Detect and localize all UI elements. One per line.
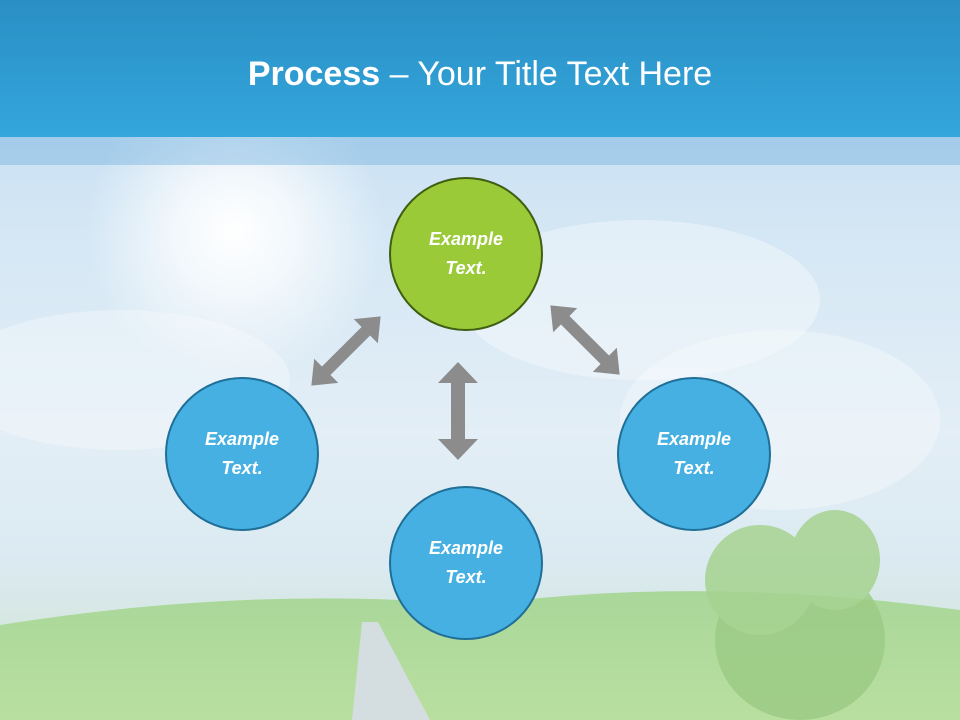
- node-right-label: Example Text.: [656, 429, 732, 478]
- node-top[interactable]: Example Text.: [389, 177, 543, 331]
- arrow-right-diagonal: [550, 305, 620, 375]
- arrow-vertical: [438, 362, 478, 460]
- page-title: Process – Your Title Text Here: [0, 52, 960, 96]
- title-bold: Process: [247, 55, 381, 93]
- node-right[interactable]: Example Text.: [617, 377, 771, 531]
- title-bar-strip: [0, 137, 960, 165]
- tree: [705, 510, 885, 720]
- node-top-label: Example Text.: [428, 229, 504, 278]
- node-bottom[interactable]: Example Text.: [389, 486, 543, 640]
- sun: [85, 80, 385, 380]
- title-rest: – Your Title Text Here: [380, 55, 713, 93]
- node-left[interactable]: Example Text.: [165, 377, 319, 531]
- title-bar: [0, 0, 960, 137]
- node-left-label: Example Text.: [204, 429, 280, 478]
- node-bottom-label: Example Text.: [428, 538, 504, 587]
- arrow-left-diagonal: [311, 316, 381, 386]
- cloud: [460, 220, 820, 380]
- road: [352, 622, 430, 720]
